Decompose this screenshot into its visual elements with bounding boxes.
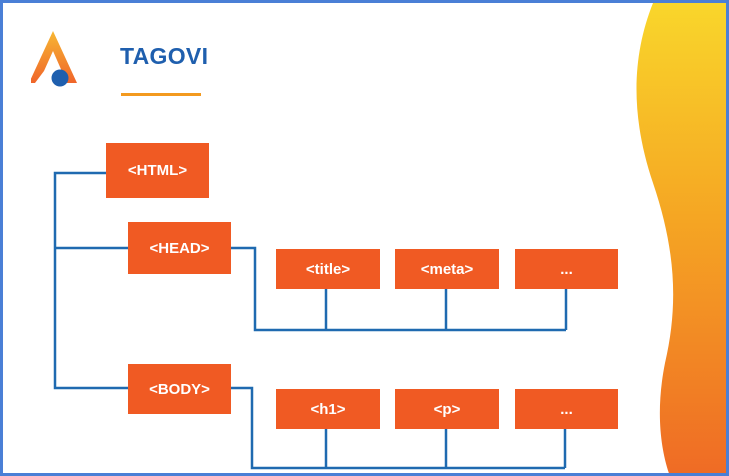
node-p: <p> (395, 389, 499, 429)
node-h1: <h1> (276, 389, 380, 429)
node-head-more: ... (515, 249, 618, 289)
tree-connectors (53, 171, 568, 470)
body-children-connector (231, 386, 565, 470)
title-underline (121, 93, 201, 96)
node-html: <HTML> (106, 143, 209, 198)
node-title: <title> (276, 249, 380, 289)
logo-icon (31, 31, 77, 87)
node-meta: <meta> (395, 249, 499, 289)
decorative-wave (636, 3, 726, 473)
node-body: <BODY> (128, 364, 231, 414)
page-title: TAGOVI (120, 43, 209, 69)
head-children-connector (231, 246, 566, 332)
node-head: <HEAD> (128, 222, 231, 274)
root-connector (53, 171, 131, 390)
node-body-more: ... (515, 389, 618, 429)
